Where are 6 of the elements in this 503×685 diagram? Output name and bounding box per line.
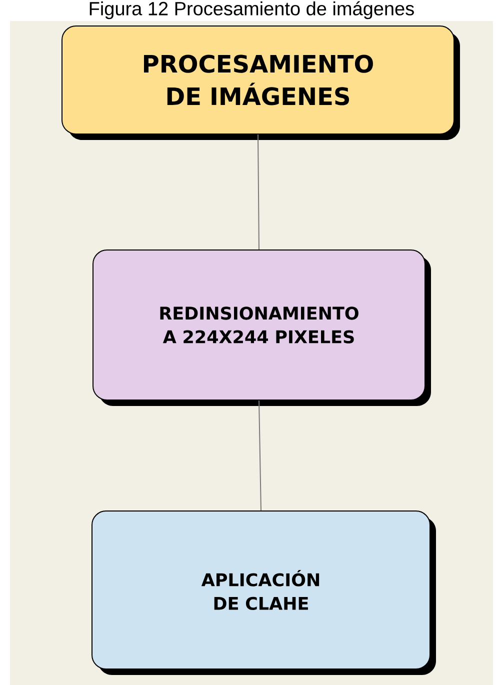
process-box: REDINSIONAMIENTO A 224X244 PIXELES: [92, 250, 431, 406]
process-box: APLICACIÓN DE CLAHE: [92, 510, 436, 675]
figure-title: Figura 12 Procesamiento de imágenes: [90, 1, 414, 20]
connector-line: [258, 400, 262, 511]
connector-line: [258, 134, 260, 250]
process-box: PROCESAMIENTO DE IMÁGENES: [62, 26, 460, 140]
